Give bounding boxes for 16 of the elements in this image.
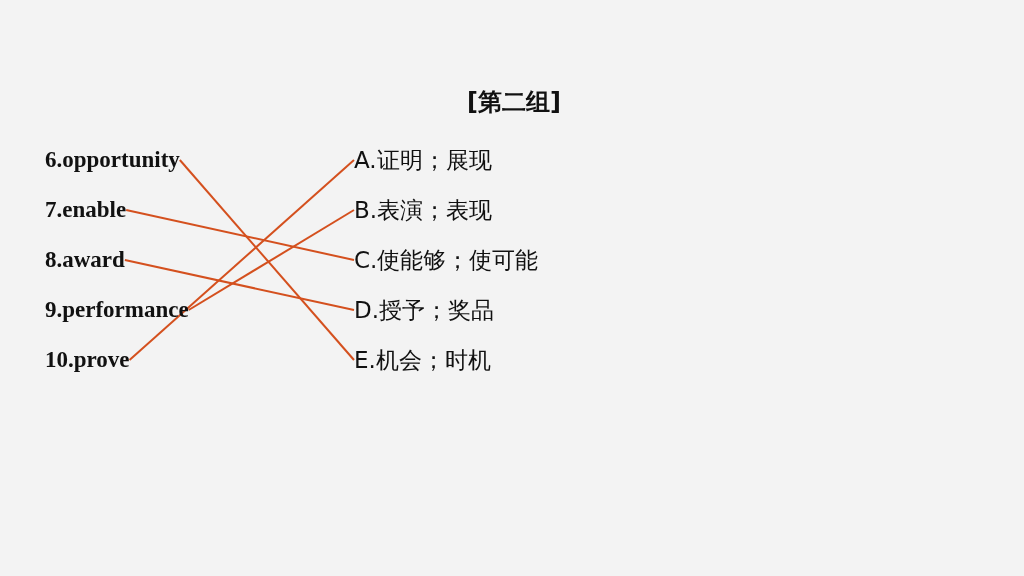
heading: [第二组] <box>467 87 561 118</box>
word-text: 7.enable <box>45 196 127 224</box>
meaning-text: B.表演；表现 <box>354 196 493 224</box>
matching-line <box>125 209 355 261</box>
matching-line <box>128 159 355 361</box>
meaning-text: C.使能够；使可能 <box>354 246 539 274</box>
word-text: 10.prove <box>45 346 130 374</box>
word-text: 6.opportunity <box>45 146 180 174</box>
meaning-text: E.机会；时机 <box>354 346 491 374</box>
word-text: 9.performance <box>45 296 189 324</box>
matching-line <box>123 259 355 311</box>
meaning-text: A.证明；展现 <box>354 146 492 174</box>
word-text: 8.award <box>45 246 125 274</box>
matching-line <box>187 209 355 311</box>
matching-line <box>178 159 355 361</box>
meaning-text: D.授予；奖品 <box>354 296 495 324</box>
